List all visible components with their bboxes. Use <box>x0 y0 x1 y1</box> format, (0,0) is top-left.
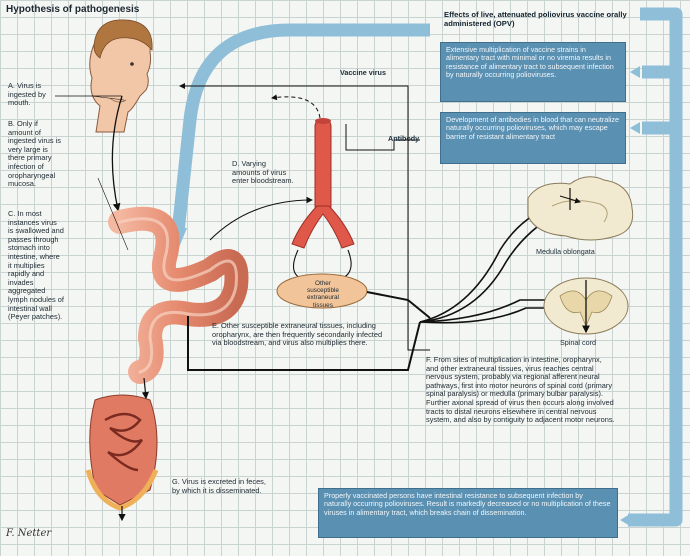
colon-illustration <box>88 395 157 508</box>
note-a: A. Virus is ingested by mouth. <box>8 82 58 108</box>
blood-vessel-illustration <box>292 118 354 248</box>
intestine-illustration <box>120 219 236 372</box>
vaccination-result-box: Properly vaccinated persons have intesti… <box>318 488 618 538</box>
note-e: E. Other susceptible extraneural tissues… <box>212 322 384 348</box>
other-tissues-label: Other susceptible extraneural tissues <box>300 280 346 309</box>
medulla-illustration <box>528 177 633 240</box>
spinal-cord-illustration <box>544 278 628 334</box>
note-c: C. In most instances virus is swallowed … <box>8 210 64 322</box>
page-title: Hypothesis of pathogenesis <box>6 4 139 15</box>
artist-signature: F. Netter <box>6 528 51 539</box>
medulla-label: Medulla oblongata <box>536 247 595 256</box>
antibody-label: Antibody <box>388 134 419 143</box>
opv-effect-box-1: Extensive multiplication of vaccine stra… <box>440 42 626 102</box>
child-head-illustration <box>90 20 152 132</box>
note-g: G. Virus is excreted in feces, by which … <box>172 478 272 495</box>
note-f: F. From sites of multiplication in intes… <box>426 356 616 425</box>
note-b: B. Only if amount of ingested virus is v… <box>8 120 62 189</box>
opv-header: Effects of live, attenuated poliovirus v… <box>444 10 634 28</box>
spinal-cord-label: Spinal cord <box>560 338 596 347</box>
opv-effect-box-2: Development of antibodies in blood that … <box>440 112 626 164</box>
vaccine-virus-label: Vaccine virus <box>340 68 386 77</box>
note-d: D. Varying amounts of virus enter bloods… <box>232 160 294 186</box>
